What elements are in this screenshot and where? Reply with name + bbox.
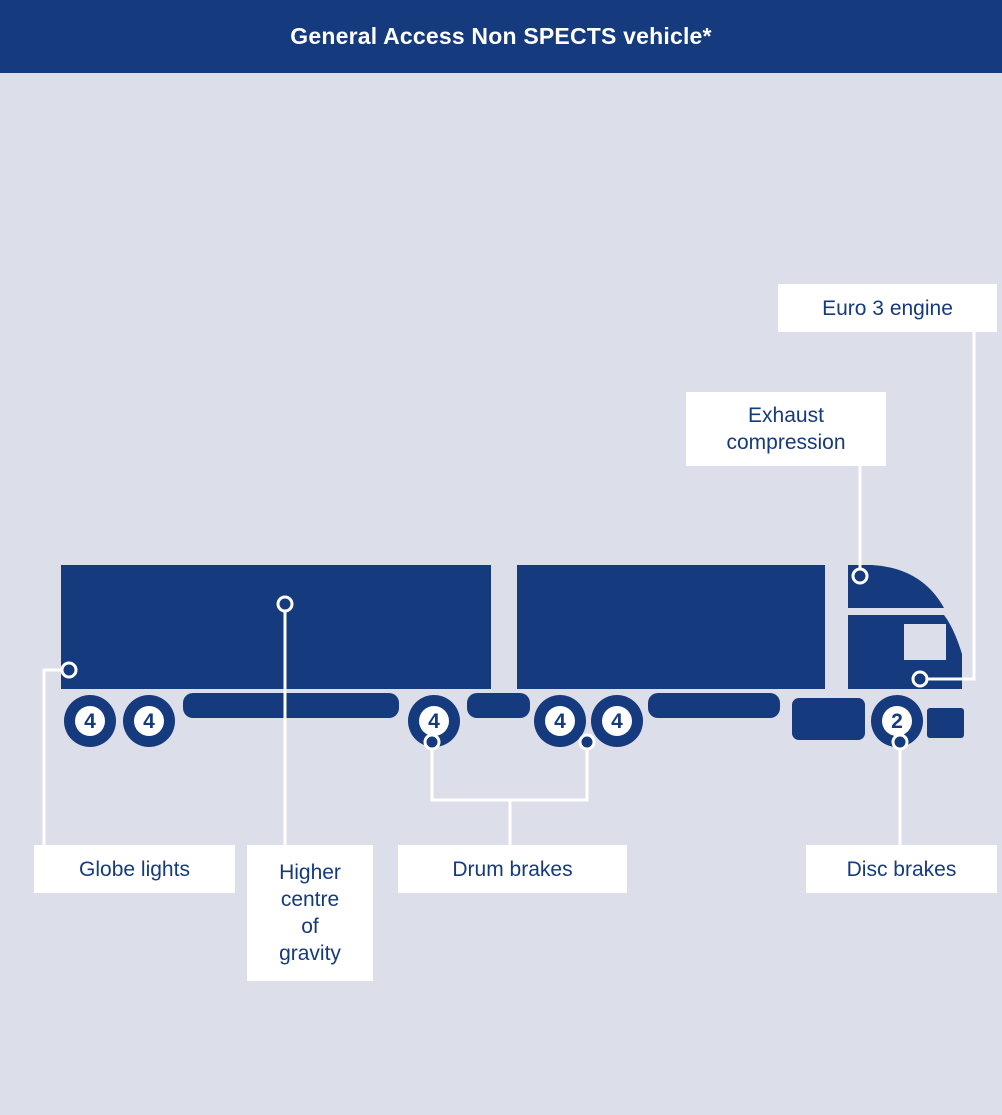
- callout-disc-brakes: Disc brakes: [806, 845, 997, 893]
- connector-dot: [62, 663, 76, 677]
- leader-drum-brakes: [432, 742, 587, 850]
- wheel-badge: 4: [143, 710, 155, 733]
- wheel-badge: 2: [891, 710, 903, 733]
- callout-text-line: centre: [281, 886, 339, 913]
- callout-text: Euro 3 engine: [822, 295, 953, 322]
- wheel-second-trailer-1: 4: [534, 695, 586, 747]
- wheel-trailer-rear-1: 4: [64, 695, 116, 747]
- wheel-badge: 4: [554, 710, 566, 733]
- front-trailer-chassis: [648, 693, 780, 718]
- callout-euro3-engine: Euro 3 engine: [778, 284, 997, 332]
- callout-text-line: Exhaust: [748, 402, 824, 429]
- connector-dot: [913, 672, 927, 686]
- wheel-trailer-rear-2: 4: [123, 695, 175, 747]
- callout-drum-brakes: Drum brakes: [398, 845, 627, 893]
- callout-text-line: Higher: [279, 859, 341, 886]
- wheel-second-trailer-2: 4: [591, 695, 643, 747]
- wheel-badge: 4: [428, 710, 440, 733]
- callout-text: Globe lights: [79, 856, 190, 883]
- callout-text: Disc brakes: [847, 856, 957, 883]
- callout-text-line: gravity: [279, 940, 341, 967]
- cab-window: [904, 624, 946, 660]
- front-bumper: [927, 708, 964, 738]
- callout-exhaust-compression: Exhaust compression: [686, 392, 886, 466]
- callout-text-line: compression: [726, 429, 845, 456]
- leader-globe-lights: [44, 670, 61, 850]
- connector-dot: [893, 735, 907, 749]
- connector-dot: [425, 735, 439, 749]
- callout-text-line: of: [301, 913, 319, 940]
- dolly-coupling: [467, 693, 530, 718]
- page-title: General Access Non SPECTS vehicle*: [0, 0, 1002, 73]
- rear-trailer-chassis: [183, 693, 399, 718]
- wheel-badge: 4: [611, 710, 623, 733]
- rear-trailer-box: [61, 565, 491, 689]
- connector-dot: [580, 735, 594, 749]
- front-trailer-box: [517, 565, 825, 689]
- callout-globe-lights: Globe lights: [34, 845, 235, 893]
- wheel-badge: 4: [84, 710, 96, 733]
- vehicle-diagram: 4 4 4 4 4 2: [0, 73, 1002, 1115]
- connector-dot: [853, 569, 867, 583]
- fuel-tank: [792, 698, 865, 740]
- callout-text: Drum brakes: [452, 856, 572, 883]
- connector-dot: [278, 597, 292, 611]
- callout-higher-centre-of-gravity: Higher centre of gravity: [247, 845, 373, 981]
